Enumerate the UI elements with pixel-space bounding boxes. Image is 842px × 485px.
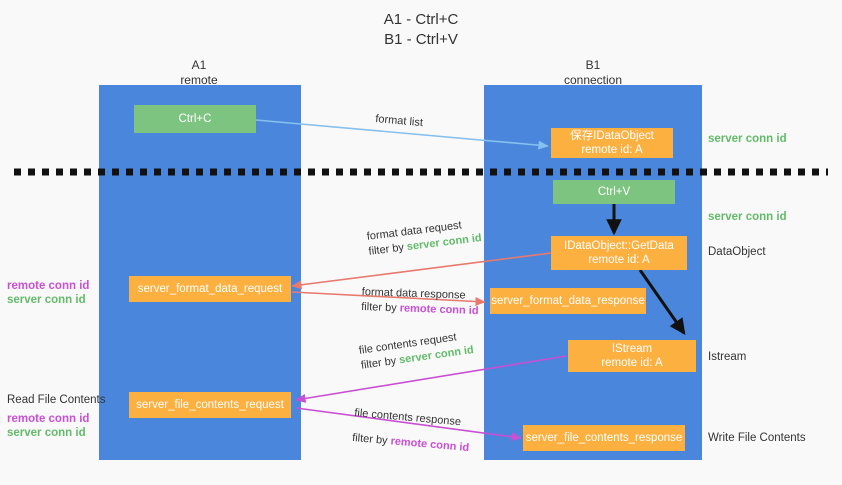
annotation-file-contents-request-filter-prefix: filter by [360, 354, 401, 372]
right-label-istream: Istream [708, 351, 747, 363]
column-header-a1: A1 remote [139, 58, 259, 88]
column-header-b1-sub: connection [563, 73, 623, 87]
box-server-format-data-response-label: server_format_data_response [491, 295, 645, 307]
column-header-b1-name: B1 [585, 58, 601, 72]
title-line-1: A1 - Ctrl+C [383, 11, 459, 28]
box-ctrl-v[interactable]: Ctrl+V [553, 180, 675, 204]
box-server-file-contents-request-label: server_file_contents_request [136, 399, 284, 411]
annotation-file-contents-response-filter-key: remote conn id [390, 435, 470, 455]
box-ctrl-c-label: Ctrl+C [178, 113, 212, 125]
box-server-file-contents-response-label: server_file_contents_response [525, 432, 683, 444]
box-idataobject-sub: remote id: A [581, 144, 643, 156]
left-label-group-format: remote conn id server conn id [7, 279, 89, 307]
box-getdata-sub: remote id: A [588, 254, 650, 266]
annotation-file-contents-request: file contents request filter by server c… [358, 328, 475, 374]
annotation-format-data-response-filter-key: remote conn id [399, 302, 479, 318]
box-server-file-contents-response[interactable]: server_file_contents_response [523, 425, 685, 451]
right-label-server-conn-id-2: server conn id [708, 211, 787, 223]
left-label-read-file-contents: Read File Contents [7, 394, 106, 406]
box-server-format-data-request[interactable]: server_format_data_request [129, 276, 291, 302]
left-label-remote-conn-id-1: remote conn id [7, 280, 90, 292]
annotation-file-contents-response-text: file contents response [353, 406, 462, 429]
annotation-format-data-response: format data response filter by remote co… [361, 285, 479, 319]
page-title: A1 - Ctrl+C B1 - Ctrl+V [0, 10, 842, 50]
annotation-format-list: format list [375, 112, 424, 131]
left-label-group-file: remote conn id server conn id [7, 412, 89, 440]
column-header-a1-name: A1 [191, 58, 207, 72]
box-idataobject-getdata[interactable]: IDataObject::GetData remote id: A [551, 236, 687, 270]
box-ctrl-v-label: Ctrl+V [597, 186, 631, 198]
title-line-2: B1 - Ctrl+V [384, 31, 458, 48]
annotation-file-contents-response-filter: filter by remote conn id [352, 431, 470, 456]
annotation-format-data-response-filter: filter by remote conn id [361, 300, 479, 319]
box-ctrl-c[interactable]: Ctrl+C [134, 105, 256, 133]
right-label-server-conn-id-1: server conn id [708, 133, 787, 145]
annotation-format-data-response-filter-prefix: filter by [361, 300, 400, 315]
left-label-server-conn-id-1: server conn id [7, 294, 86, 306]
annotation-file-contents-response: file contents response filter by remote … [352, 406, 472, 456]
box-server-file-contents-request[interactable]: server_file_contents_request [129, 392, 291, 418]
right-label-dataobject: DataObject [708, 246, 766, 258]
annotation-format-data-request: format data request filter by server con… [366, 216, 483, 260]
box-idataobject-title: 保存IDataObject [570, 130, 654, 142]
box-istream-sub: remote id: A [601, 357, 663, 369]
annotation-format-data-request-filter-prefix: filter by [367, 241, 408, 258]
annotation-file-contents-response-filter-prefix: filter by [351, 431, 392, 448]
box-server-format-data-response[interactable]: server_format_data_response [490, 288, 646, 314]
column-header-a1-sub: remote [180, 73, 218, 87]
box-getdata-title: IDataObject::GetData [564, 240, 674, 252]
box-istream[interactable]: IStream remote id: A [568, 340, 696, 372]
right-label-write-file-contents: Write File Contents [708, 432, 806, 444]
box-istream-title: IStream [611, 343, 653, 355]
box-idataobject[interactable]: 保存IDataObject remote id: A [551, 128, 673, 158]
box-server-format-data-request-label: server_format_data_request [137, 283, 283, 295]
column-header-b1: B1 connection [533, 58, 653, 88]
left-label-remote-conn-id-2: remote conn id [7, 413, 90, 425]
left-label-server-conn-id-2: server conn id [7, 427, 86, 439]
annotation-format-list-text: format list [374, 112, 424, 130]
